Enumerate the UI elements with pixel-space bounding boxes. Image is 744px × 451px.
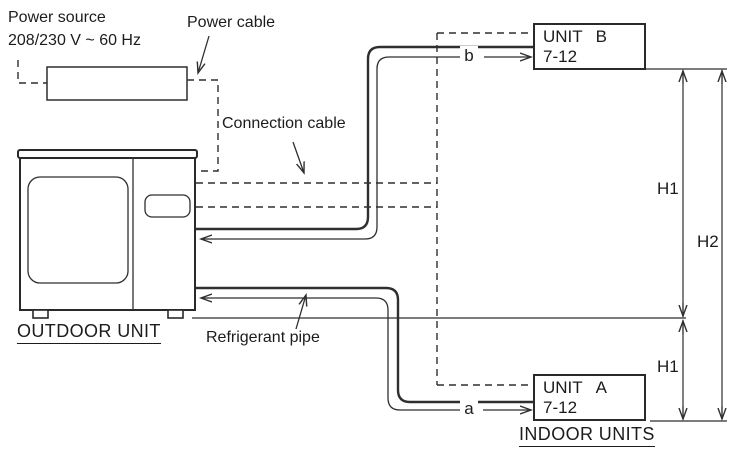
outdoor-unit-foot-right [167, 309, 184, 319]
refrigerant-pipe-label: Refrigerant pipe [206, 329, 320, 346]
dimension-arrowheads [683, 71, 722, 419]
outdoor-unit-foot-left [32, 309, 49, 319]
power-source-box [46, 66, 188, 101]
arrows [198, 35, 531, 410]
outdoor-unit-label: OUTDOOR UNIT [17, 321, 161, 344]
power-cable-pointer-arrow [198, 35, 210, 73]
unit-b-range: 7-12 [543, 47, 578, 66]
cable-dashed-lines [17, 32, 533, 386]
pipe-a-outer [196, 286, 533, 404]
connection-cable-pointer-arrow [292, 141, 304, 173]
power-source-label: Power source [8, 9, 106, 26]
pipe-b-outer [196, 45, 533, 231]
outdoor-unit-panel [144, 194, 191, 218]
h1-lower-label: H1 [656, 357, 680, 377]
outdoor-unit-body [19, 157, 196, 311]
pipe-b-inner [212, 56, 461, 240]
pipe-a-inner [212, 297, 461, 411]
unit-a-range: 7-12 [543, 398, 578, 417]
h1-upper-label: H1 [656, 179, 680, 199]
power-source-inlet-dashed [17, 60, 47, 84]
pipe-a-letter: a [460, 399, 478, 419]
outdoor-unit-top-cap [17, 149, 198, 159]
refrigerant-pipe-pointer-arrow [295, 295, 306, 330]
connection-cable-label: Connection cable [222, 115, 346, 132]
outdoor-unit-drawing [17, 149, 198, 319]
power-spec-label: 208/230 V ~ 60 Hz [8, 32, 141, 49]
h2-label: H2 [696, 232, 720, 252]
dimension-lines [192, 68, 727, 422]
power-cable-dashed [187, 79, 219, 172]
refrigerant-pipes [196, 45, 533, 411]
outdoor-unit-grille [27, 176, 129, 284]
indoor-units-label: INDOOR UNITS [519, 424, 655, 447]
power-cable-label: Power cable [187, 14, 276, 31]
pipe-b-letter: b [460, 46, 478, 66]
